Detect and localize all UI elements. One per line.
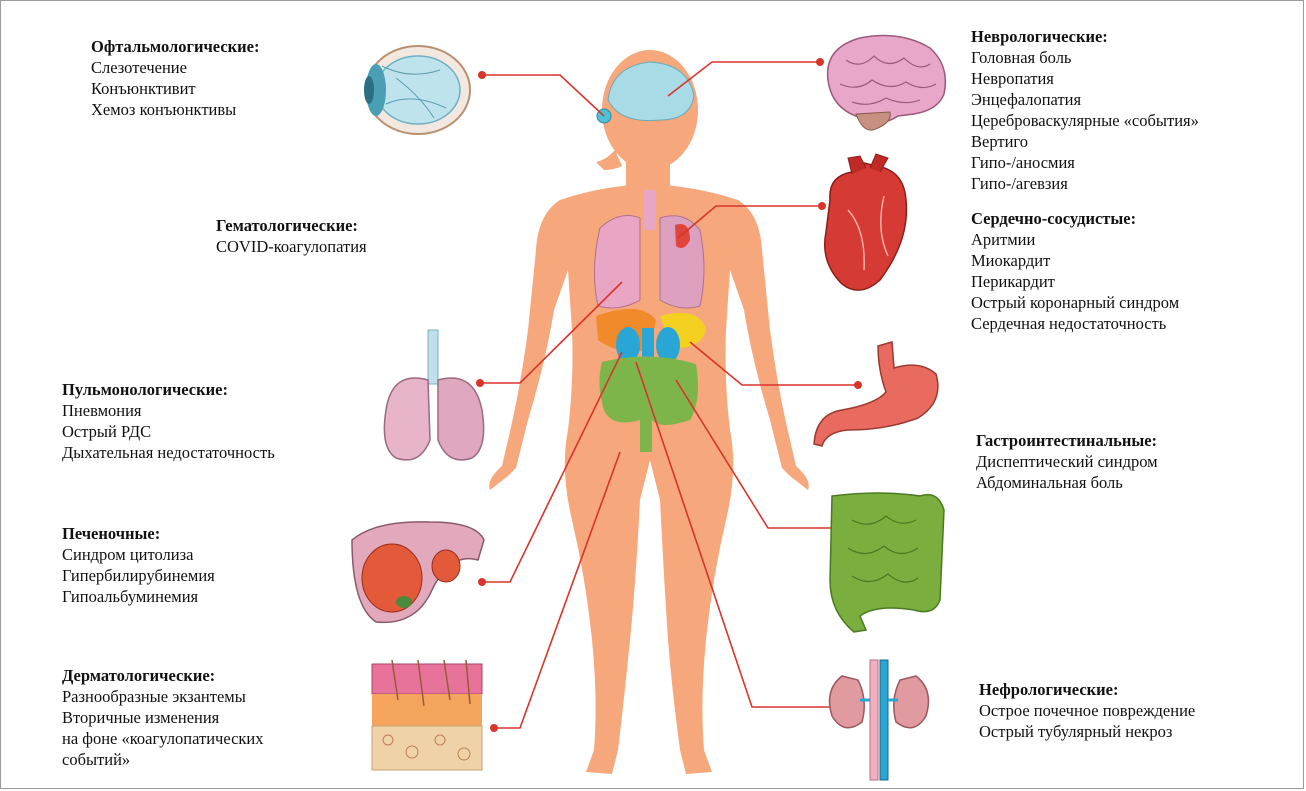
list-item: Сердечная недостаточность: [971, 313, 1179, 334]
group-hepatic: Печеночные: Синдром цитолиза Гипербилиру…: [62, 523, 215, 607]
kidney-icon: [830, 660, 929, 780]
list-item: Диспептический синдром: [976, 451, 1158, 472]
connector-eye: [482, 75, 604, 116]
list-item: Хемоз конъюнктивы: [91, 99, 259, 120]
group-title: Неврологические:: [971, 26, 1199, 47]
list-item: Вторичные изменения: [62, 707, 264, 728]
group-title: Гематологические:: [216, 215, 367, 236]
list-item: Гипо-/агевзия: [971, 173, 1199, 194]
group-hematologic: Гематологические: COVID-коагулопатия: [216, 215, 367, 257]
list-item: Синдром цитолиза: [62, 544, 215, 565]
list-item: на фоне «коагулопатических: [62, 728, 264, 749]
list-item: COVID-коагулопатия: [216, 236, 367, 257]
list-item: Аритмии: [971, 229, 1179, 250]
list-item: событий»: [62, 749, 264, 770]
stomach-icon: [814, 342, 938, 446]
group-nephrologic: Нефрологические: Острое почечное поврежд…: [979, 679, 1195, 742]
group-pulmonologic: Пульмонологические: Пневмония Острый РДС…: [62, 379, 275, 463]
intestine-icon: [830, 493, 944, 632]
group-title: Печеночные:: [62, 523, 215, 544]
list-item: Цереброваскулярные «события»: [971, 110, 1199, 131]
skin-icon: [372, 660, 482, 770]
list-item: Невропатия: [971, 68, 1199, 89]
group-title: Сердечно-сосудистые:: [971, 208, 1179, 229]
list-item: Гипо-/аносмия: [971, 152, 1199, 173]
lungs-icon: [384, 330, 483, 460]
group-title: Дерматологические:: [62, 665, 264, 686]
list-item: Головная боль: [971, 47, 1199, 68]
list-item: Абдоминальная боль: [976, 472, 1158, 493]
list-item: Дыхательная недостаточность: [62, 442, 275, 463]
list-item: Разнообразные экзантемы: [62, 686, 264, 707]
list-item: Перикардит: [971, 271, 1179, 292]
list-item: Острое почечное повреждение: [979, 700, 1195, 721]
group-cardiovascular: Сердечно-сосудистые: Аритмии Миокардит П…: [971, 208, 1179, 334]
list-item: Острый коронарный синдром: [971, 292, 1179, 313]
group-title: Офтальмологические:: [91, 36, 259, 57]
list-item: Пневмония: [62, 400, 275, 421]
list-item: Острый тубулярный некроз: [979, 721, 1195, 742]
list-item: Вертиго: [971, 131, 1199, 152]
list-item: Гипоальбуминемия: [62, 586, 215, 607]
list-item: Энцефалопатия: [971, 89, 1199, 110]
group-title: Нефрологические:: [979, 679, 1195, 700]
group-dermatologic: Дерматологические: Разнообразные экзанте…: [62, 665, 264, 770]
group-gastrointestinal: Гастроинтестинальные: Диспептический син…: [976, 430, 1158, 493]
eye-icon: [364, 46, 470, 134]
list-item: Острый РДС: [62, 421, 275, 442]
group-ophthalmologic: Офтальмологические: Слезотечение Конъюнк…: [91, 36, 259, 120]
group-title: Гастроинтестинальные:: [976, 430, 1158, 451]
list-item: Слезотечение: [91, 57, 259, 78]
heart-icon: [825, 154, 907, 290]
group-neurologic: Неврологические: Головная боль Невропати…: [971, 26, 1199, 194]
list-item: Гипербилирубинемия: [62, 565, 215, 586]
group-title: Пульмонологические:: [62, 379, 275, 400]
liver-icon: [352, 522, 484, 623]
list-item: Миокардит: [971, 250, 1179, 271]
list-item: Конъюнктивит: [91, 78, 259, 99]
brain-icon: [828, 36, 946, 131]
